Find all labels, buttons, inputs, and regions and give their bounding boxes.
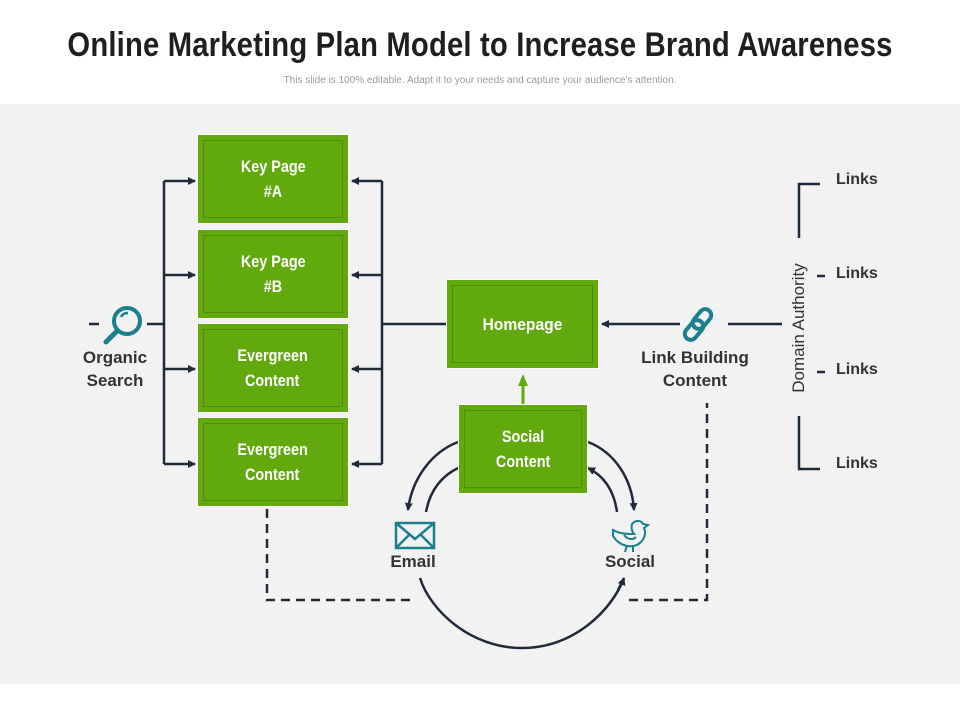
link-building-line1: Link Building: [641, 348, 749, 367]
evergreen-2-line2: Content: [245, 465, 301, 484]
evergreen-2-line1: Evergreen: [237, 440, 309, 459]
page-title: Online Marketing Plan Model to Increase …: [67, 26, 893, 64]
key-page-a-box: Key Page #A: [197, 134, 349, 224]
header: Online Marketing Plan Model to Increase …: [0, 0, 960, 104]
social-content-line2: Content: [495, 452, 551, 471]
links-label-4: Links: [836, 455, 878, 472]
key-page-b-line1: Key Page: [240, 252, 306, 271]
organic-search-line2: Search: [86, 371, 144, 390]
evergreen-1-line2: Content: [245, 371, 301, 390]
key-page-a-line2: #A: [263, 182, 283, 201]
magnifier-icon: [103, 306, 142, 345]
links-label-3: Links: [836, 361, 878, 378]
key-page-a-line1: Key Page: [240, 157, 306, 176]
chain-link-icon: [682, 307, 714, 342]
bird-icon: [612, 520, 651, 553]
page-subtitle: This slide is 100% editable. Adapt it to…: [283, 75, 677, 86]
key-page-b-line2: #B: [263, 277, 283, 296]
links-label-2: Links: [836, 265, 878, 282]
link-building-line2: Content: [662, 371, 728, 390]
key-page-b-box: Key Page #B: [197, 229, 349, 319]
evergreen-1-line1: Evergreen: [237, 346, 309, 365]
social-label: Social: [604, 552, 656, 571]
links-label-1: Links: [836, 171, 878, 188]
social-content-line1: Social: [501, 427, 545, 446]
envelope-icon: [394, 521, 436, 550]
homepage-box: Homepage: [446, 279, 599, 369]
homepage-label: Homepage: [482, 314, 563, 334]
organic-search-line1: Organic: [82, 348, 148, 367]
email-label: Email: [390, 552, 436, 571]
domain-authority-label: Domain Authority: [789, 263, 808, 393]
